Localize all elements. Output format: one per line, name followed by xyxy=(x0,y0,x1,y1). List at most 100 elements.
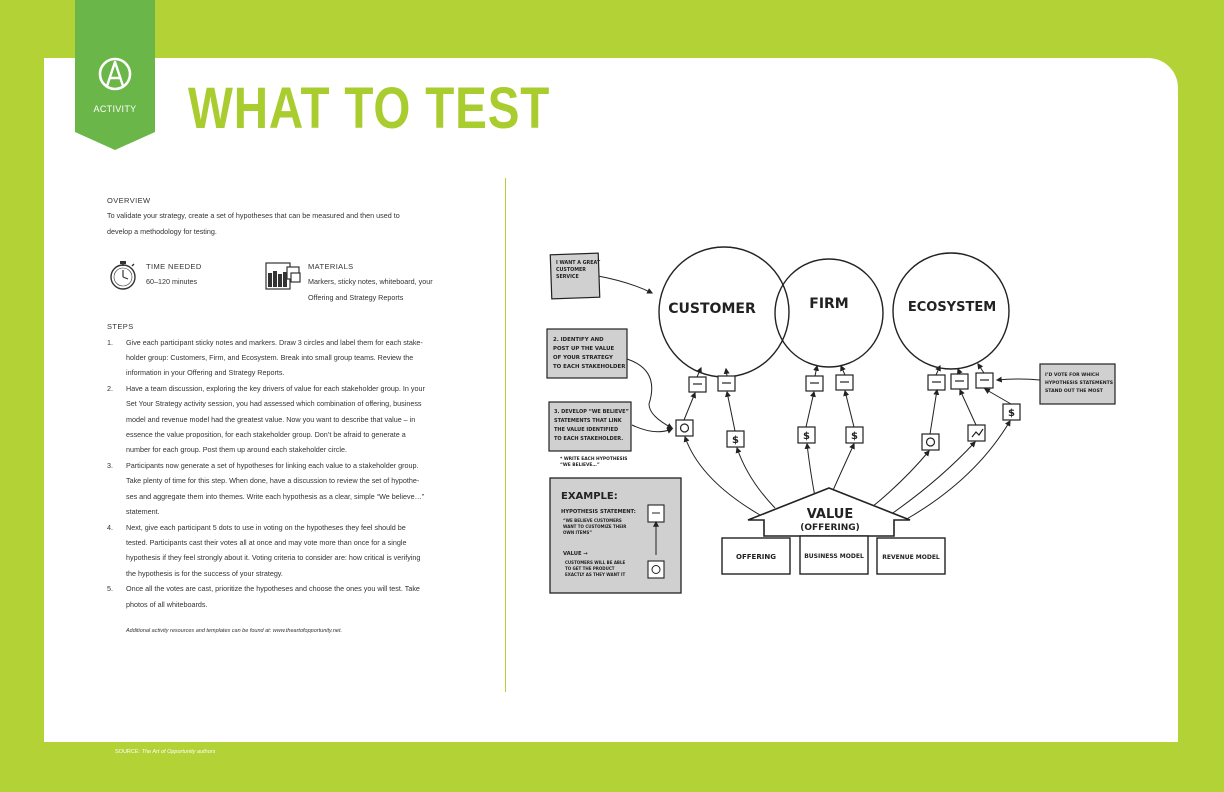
step-text-line: information in your Offering and Strateg… xyxy=(126,368,285,378)
ecosystem-circle xyxy=(892,252,1010,370)
step-text-line: model and revenue model had the greatest… xyxy=(126,414,416,424)
meta-row: TIME NEEDED 60–120 minutes MATERIALS Mar… xyxy=(107,259,467,319)
step-text-line: photos of all whiteboards. xyxy=(126,599,208,609)
step-text-line: statement. xyxy=(126,507,160,517)
svg-text:THE VALUE IDENTIFIED: THE VALUE IDENTIFIED xyxy=(554,427,618,433)
step-text-line: Set Your Strategy activity session, you … xyxy=(126,399,422,409)
step-number: 3. xyxy=(107,460,113,470)
connector-arrows xyxy=(597,275,1041,521)
svg-text:“WE BELIEVE…”: “WE BELIEVE…” xyxy=(560,462,600,468)
step-number: 2. xyxy=(107,383,113,393)
offering-label: OFFERING xyxy=(736,553,776,561)
note-step-3: 3. DEVELOP “WE BELIEVE” STATEMENTS THAT … xyxy=(548,401,632,468)
activity-label: ACTIVITY xyxy=(93,104,137,114)
ecosystem-label: ECOSYSTEM xyxy=(908,300,996,315)
stopwatch-icon xyxy=(110,261,136,290)
svg-text:$: $ xyxy=(803,431,810,442)
value-sub-label: (OFFERING) xyxy=(800,523,860,533)
step-text-line: ses and aggregate them into themes. Writ… xyxy=(126,491,425,501)
time-value: 60–120 minutes xyxy=(146,277,198,287)
overview-text-line: To validate your strategy, create a set … xyxy=(107,211,400,221)
svg-text:TO EACH STAKEHOLDER.: TO EACH STAKEHOLDER. xyxy=(554,436,623,442)
svg-text:$: $ xyxy=(851,431,858,442)
customer-label: CUSTOMER xyxy=(668,301,756,317)
svg-text:HYPOTHESIS STATEMENT:: HYPOTHESIS STATEMENT: xyxy=(561,509,636,515)
svg-text:VALUE →: VALUE → xyxy=(563,551,588,557)
firm-label: FIRM xyxy=(809,296,848,312)
steps-list: 1.Give each participant sticky notes and… xyxy=(107,335,467,612)
step-item: 4.Next, give each participant 5 dots to … xyxy=(107,520,467,582)
step-item: 2. Have a team discussion, exploring the … xyxy=(107,381,467,458)
svg-text:TO GET THE PRODUCT: TO GET THE PRODUCT xyxy=(565,566,615,571)
svg-text:SERVICE: SERVICE xyxy=(556,274,579,280)
svg-text:“WE BELIEVE CUSTOMERS: “WE BELIEVE CUSTOMERS xyxy=(563,518,622,523)
step-number: 1. xyxy=(107,337,113,347)
revenue-model-label: REVENUE MODEL xyxy=(882,554,940,561)
materials-value: Markers, sticky notes, whiteboard, your … xyxy=(308,274,458,305)
content-card xyxy=(44,58,1178,742)
svg-text:2. IDENTIFY AND: 2. IDENTIFY AND xyxy=(553,337,604,343)
offering-box xyxy=(721,537,791,575)
step-item: 1.Give each participant sticky notes and… xyxy=(107,335,467,381)
svg-text:OF YOUR STRATEGY: OF YOUR STRATEGY xyxy=(553,355,613,361)
svg-text:POST UP THE VALUE: POST UP THE VALUE xyxy=(553,346,615,352)
step-number: 4. xyxy=(107,522,113,532)
materials-line: Markers, sticky notes, whiteboard, your xyxy=(308,277,433,287)
step-item: 5. Once all the votes are cast, prioritiz… xyxy=(107,581,467,612)
step-number: 5. xyxy=(107,584,113,594)
sticky-notes-bottom xyxy=(675,403,1021,451)
step-text-line: the hypothesis is for the success of you… xyxy=(126,568,283,578)
step-text-line: hypothesis if they feel strongly about i… xyxy=(126,553,421,563)
firm-circle xyxy=(774,258,884,368)
svg-text:$: $ xyxy=(732,435,739,446)
sticky-notes-top xyxy=(688,372,994,393)
value-label: VALUE xyxy=(807,507,854,522)
materials-heading: MATERIALS xyxy=(308,262,354,272)
dollar-icons: $ $ $ $ xyxy=(732,408,1015,446)
svg-text:$: $ xyxy=(1008,408,1015,419)
value-house xyxy=(747,487,911,537)
note-top-left: I WANT A GREAT CUSTOMER SERVICE xyxy=(549,252,601,300)
time-heading: TIME NEEDED xyxy=(146,262,202,272)
step-text-line: Once all the votes are cast, prioritize … xyxy=(126,584,420,594)
svg-text:STAND OUT THE MOST: STAND OUT THE MOST xyxy=(1045,388,1104,394)
activity-badge: ACTIVITY xyxy=(75,0,155,150)
svg-text:STATEMENTS THAT LINK: STATEMENTS THAT LINK xyxy=(554,418,623,424)
note-step-2: 2. IDENTIFY AND POST UP THE VALUE OF YOU… xyxy=(546,328,628,379)
svg-text:I’D VOTE FOR WHICH: I’D VOTE FOR WHICH xyxy=(1045,372,1099,378)
step-item: 3. Participants now generate a set of hyp… xyxy=(107,458,467,520)
materials-icon xyxy=(265,262,301,290)
resources-note: Additional activity resources and templa… xyxy=(126,627,343,634)
source-label: SOURCE: xyxy=(115,749,141,755)
svg-text:3. DEVELOP “WE BELIEVE”: 3. DEVELOP “WE BELIEVE” xyxy=(554,409,629,415)
step-text-line: essence the value proposition, for each … xyxy=(126,430,406,440)
step-text-line: tested. Participants cast their votes al… xyxy=(126,537,407,547)
page-title: WHAT TO TEST xyxy=(188,76,551,141)
activity-logo-icon xyxy=(75,0,155,150)
business-model-label: BUSINESS MODEL xyxy=(804,553,864,560)
svg-text:EXACTLY AS THEY WANT IT: EXACTLY AS THEY WANT IT xyxy=(565,572,626,577)
materials-line: Offering and Strategy Reports xyxy=(308,292,404,302)
svg-text:EXAMPLE:: EXAMPLE: xyxy=(561,491,618,502)
svg-text:CUSTOMER: CUSTOMER xyxy=(556,267,586,273)
step-text-line: number for each group. Post them up arou… xyxy=(126,445,347,455)
step-text-line: holder group: Customers, Firm, and Ecosy… xyxy=(126,353,414,363)
source-text: The Art of Opportunity authors xyxy=(141,749,216,755)
steps-heading: STEPS xyxy=(107,322,134,332)
svg-text:CUSTOMERS WILL BE ABLE: CUSTOMERS WILL BE ABLE xyxy=(565,560,626,565)
note-right: I’D VOTE FOR WHICH HYPOTHESIS STATEMENTS… xyxy=(1039,363,1116,405)
example-panel: EXAMPLE: HYPOTHESIS STATEMENT: “WE BELIE… xyxy=(549,477,682,594)
overview-text-line: develop a methodology for testing. xyxy=(107,226,217,236)
svg-text:HYPOTHESIS STATEMENTS: HYPOTHESIS STATEMENTS xyxy=(1045,380,1113,386)
svg-text:I WANT A GREAT: I WANT A GREAT xyxy=(556,260,601,266)
step-text-line: Take plenty of time for this step. When … xyxy=(126,476,420,486)
column-divider xyxy=(505,178,506,692)
step-text-line: Have a team discussion, exploring the ke… xyxy=(126,383,425,393)
step-text-line: Participants now generate a set of hypot… xyxy=(126,460,419,470)
svg-text:TO EACH STAKEHOLDER: TO EACH STAKEHOLDER xyxy=(553,364,626,370)
instructions-column: OVERVIEW To validate your strategy, crea… xyxy=(107,193,467,639)
source-credit: SOURCE: The Art of Opportunity authors xyxy=(115,749,215,755)
svg-text:OWN ITEMS”: OWN ITEMS” xyxy=(563,530,592,535)
business-model-box xyxy=(799,535,869,575)
